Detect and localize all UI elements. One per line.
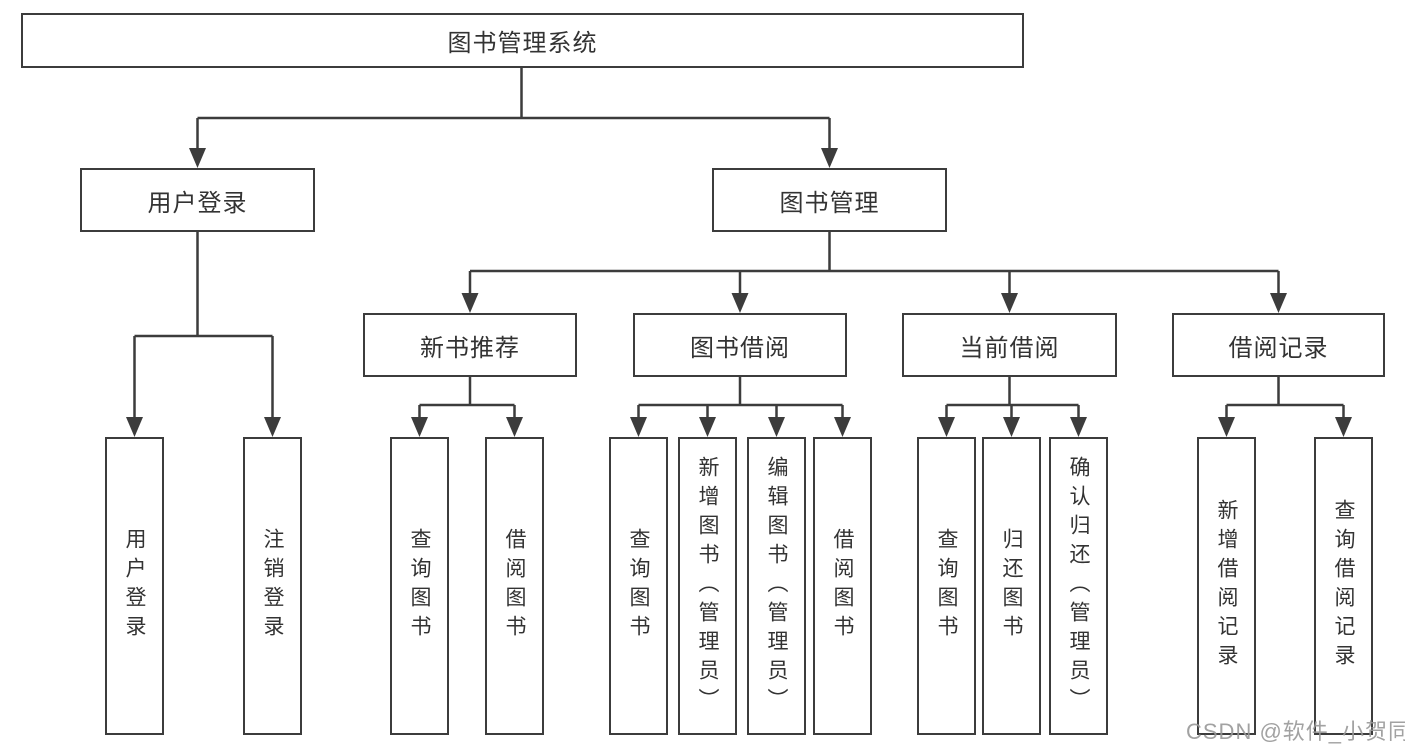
leaf-query-books-current: 查询图书 [917, 437, 976, 735]
node-borrowing-records: 借阅记录 [1172, 313, 1385, 377]
leaf-add-borrow-record: 新增借阅记录 [1197, 437, 1256, 735]
leaf-query-borrow-record: 查询借阅记录 [1314, 437, 1373, 735]
node-library-management-system: 图书管理系统 [21, 13, 1024, 68]
node-current-borrowing: 当前借阅 [902, 313, 1117, 377]
leaf-confirm-return-admin: 确认归还（管理员） [1049, 437, 1108, 735]
node-user-login: 用户登录 [80, 168, 315, 232]
leaf-query-books-borrowing: 查询图书 [609, 437, 668, 735]
leaf-borrow-books-borrowing: 借阅图书 [813, 437, 872, 735]
csdn-watermark: CSDN @软件_小贺同学 [1186, 719, 1405, 744]
arrowheads [126, 148, 1352, 437]
leaf-user-login: 用户登录 [105, 437, 164, 735]
node-new-book-recommendation: 新书推荐 [363, 313, 577, 377]
leaf-query-books-newbooks: 查询图书 [390, 437, 449, 735]
leaf-add-books-admin: 新增图书（管理员） [678, 437, 737, 735]
leaf-return-books: 归还图书 [982, 437, 1041, 735]
leaf-borrow-books-newbooks: 借阅图书 [485, 437, 544, 735]
leaf-edit-books-admin: 编辑图书（管理员） [747, 437, 806, 735]
node-book-management: 图书管理 [712, 168, 947, 232]
node-book-borrowing: 图书借阅 [633, 313, 847, 377]
leaf-logout: 注销登录 [243, 437, 302, 735]
